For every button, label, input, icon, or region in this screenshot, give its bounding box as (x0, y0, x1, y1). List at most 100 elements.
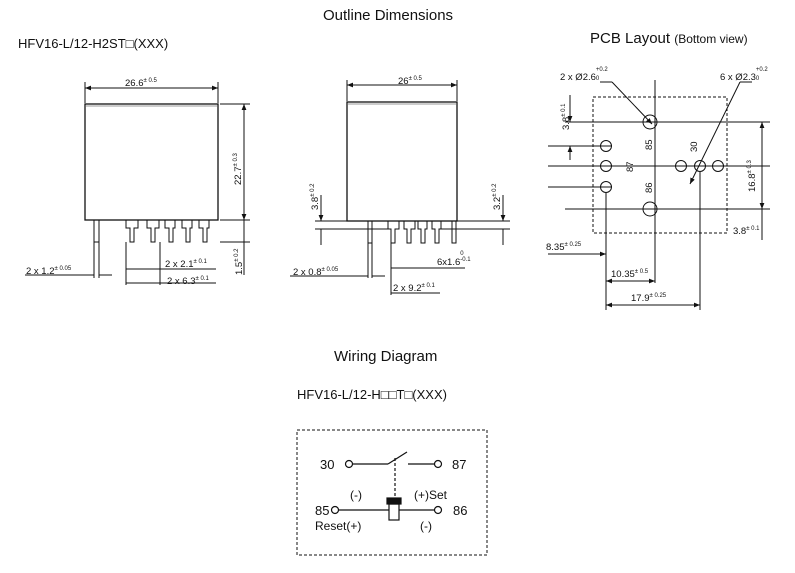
side-pin (403, 221, 416, 244)
side-pitch-tol: ± 0.1 (421, 283, 435, 289)
pcb-right-tol: ± 0.3 (747, 160, 753, 174)
coil-cap (386, 497, 402, 505)
pcb-right2-value: 3.8 (733, 226, 747, 237)
pcb-right-value: 16.8 (747, 173, 758, 193)
terminal-85 (330, 505, 340, 515)
side-pinsix-tol-group: 0-0.1 (460, 251, 471, 263)
front-view (25, 82, 250, 285)
wiring-label-86: 86 (453, 503, 468, 518)
pcb-pin-30: 30 (689, 141, 700, 152)
side-width-value: 26 (398, 76, 409, 87)
pcb-right-dim: 16.8± 0.3 (747, 160, 758, 192)
wiring-diagram (296, 429, 488, 556)
terminal-86 (433, 505, 443, 515)
front-pina-dim: 2 x 2.1± 0.1 (165, 259, 207, 270)
pcb-title-main: PCB Layout (590, 30, 671, 47)
side-left-dim: 3.8± 0.2 (310, 183, 321, 210)
side-pinw-dim: 2 x 0.8± 0.05 (293, 267, 338, 278)
wiring-minus-right: (-) (420, 519, 432, 533)
front-body-outline (84, 103, 219, 221)
side-pinsix-tol: -0.1 (460, 257, 471, 263)
side-right-tol: ± 0.2 (492, 183, 498, 197)
wiring-plus-set: (+)Set (414, 488, 448, 502)
side-pinsix-tol-top: 0 (460, 251, 464, 257)
model-label-top: HFV16-L/12-H2ST□(XXX) (18, 36, 169, 51)
side-pinsix-value: 6x1.6 (437, 257, 461, 268)
side-pin (367, 221, 373, 244)
front-pina-tol: ± 0.1 (193, 259, 207, 265)
pcb-pin-87: 87 (625, 161, 636, 172)
terminal-87 (433, 459, 443, 469)
pcb-b-value: 10.35 (611, 269, 635, 280)
pcb-c-value: 17.9 (631, 293, 650, 304)
wiring-label-87: 87 (452, 457, 467, 472)
pcb-title: PCB Layout (Bottom view) (590, 31, 748, 46)
pcb-hole-small-tol-top: +0.2 (755, 67, 768, 73)
wiring-title: Wiring Diagram (334, 348, 438, 365)
front-height-value: 22.7 (233, 166, 244, 186)
side-pin (431, 221, 442, 244)
switch-contact (387, 451, 408, 465)
side-pinw-tol: ± 0.05 (321, 267, 339, 273)
side-pin (451, 221, 457, 244)
side-left-value: 3.8 (310, 196, 321, 210)
pcb-hole-small-tol-bot: 0 (755, 76, 760, 82)
front-pin (146, 220, 160, 243)
pcb-outline (592, 96, 728, 234)
front-width-dim: 26.6± 0.5 (125, 78, 157, 89)
front-pin (93, 220, 100, 243)
front-pinlen-value: 1.5 (234, 261, 245, 275)
front-pinw-value: 2 x 1.2 (26, 266, 55, 277)
side-body-outline (346, 101, 458, 222)
front-pin (198, 220, 210, 243)
pcb-a-tol: ± 0.25 (564, 242, 582, 248)
front-pinb-dim: 2 x 6.3± 0.1 (167, 276, 209, 287)
front-pinw-dim: 2 x 1.2± 0.05 (26, 266, 71, 277)
pcb-left-value: 3.8 (561, 116, 572, 130)
pcb-c-dim: 17.9± 0.25 (631, 293, 666, 304)
pcb-c-tol: ± 0.25 (649, 293, 667, 299)
side-view (290, 80, 510, 295)
pcb-right2-tol: ± 0.1 (746, 226, 760, 232)
side-pinw-value: 2 x 0.8 (293, 267, 322, 278)
front-pinlen-tol: ± 0.2 (234, 248, 240, 262)
front-pina-value: 2 x 2.1 (165, 259, 194, 270)
pcb-hole-large-tol-top: +0.2 (595, 67, 608, 73)
wiring-minus-left: (-) (350, 488, 362, 502)
terminal-30 (344, 459, 354, 469)
model-label-wiring: HFV16-L/12-H□□T□(XXX) (297, 387, 447, 402)
side-left-tol: ± 0.2 (310, 183, 316, 197)
side-pin (387, 221, 400, 244)
side-width-tol: ± 0.5 (408, 76, 422, 82)
front-pinb-tol: ± 0.1 (195, 276, 209, 282)
pcb-hole-large-value: 2 x Ø2.6 (560, 72, 596, 83)
front-height-tol: ± 0.3 (233, 153, 239, 167)
pcb-left-tol: ± 0.1 (561, 103, 567, 117)
pcb-b-tol: ± 0.5 (634, 269, 649, 275)
pcb-hole-small-tol: +0.2 0 (756, 67, 768, 82)
side-right-value: 3.2 (492, 196, 503, 210)
pcb-hole-small-value: 6 x Ø2.3 (720, 72, 756, 83)
outline-title: Outline Dimensions (323, 7, 454, 24)
pcb-a-value: 8.35 (546, 242, 565, 253)
front-width-tol: ± 0.5 (143, 78, 157, 84)
front-width-value: 26.6 (125, 78, 144, 89)
pcb-hole-small-dim: 6 x Ø2.3+0.2 0 (720, 67, 768, 83)
side-pin (417, 221, 428, 244)
side-right-dim: 3.2± 0.2 (492, 183, 503, 210)
front-pinb-value: 2 x 6.3 (167, 276, 196, 287)
pcb-left-dim: 3.8± 0.1 (561, 103, 572, 130)
front-pin (181, 220, 193, 243)
front-pin (164, 220, 176, 243)
front-height-dim: 22.7± 0.3 (233, 153, 244, 185)
pcb-pin-86: 86 (644, 182, 655, 193)
pcb-pin-85: 85 (644, 139, 655, 150)
wiring-label-85: 85 (315, 503, 330, 518)
pcb-right2-dim: 3.8± 0.1 (733, 226, 760, 237)
side-pitch-dim: 2 x 9.2± 0.1 (393, 283, 435, 294)
pcb-title-note: (Bottom view) (674, 32, 748, 46)
front-pin (125, 220, 139, 243)
pcb-b-dim: 10.35± 0.5 (611, 269, 648, 280)
